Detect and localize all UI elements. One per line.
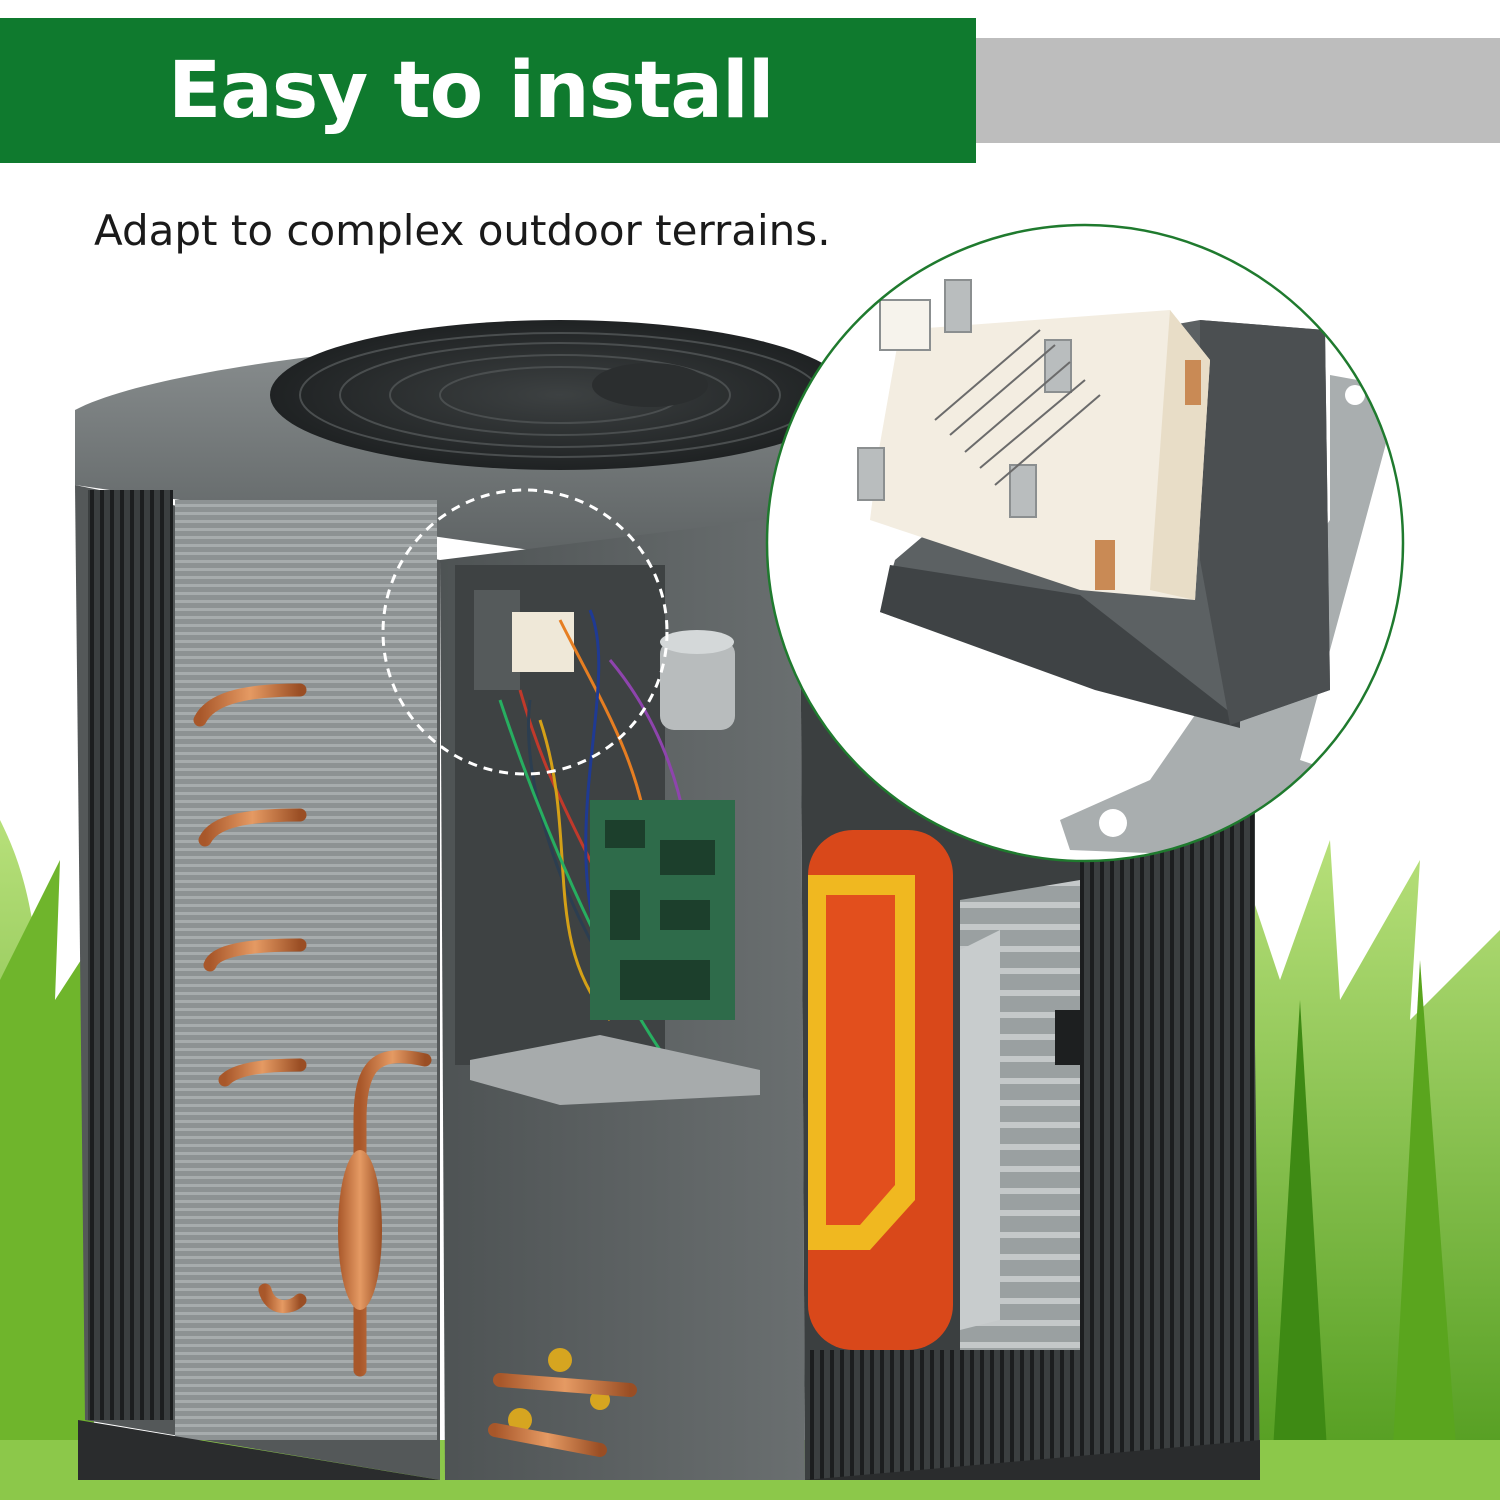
- title-banner: Easy to install: [0, 18, 976, 163]
- highlight-circle: [381, 488, 669, 776]
- transformer-callout: [765, 223, 1405, 863]
- grey-accent-bar: [976, 38, 1500, 143]
- subtitle: Adapt to complex outdoor terrains.: [94, 206, 831, 255]
- banner-title: Easy to install: [168, 45, 774, 136]
